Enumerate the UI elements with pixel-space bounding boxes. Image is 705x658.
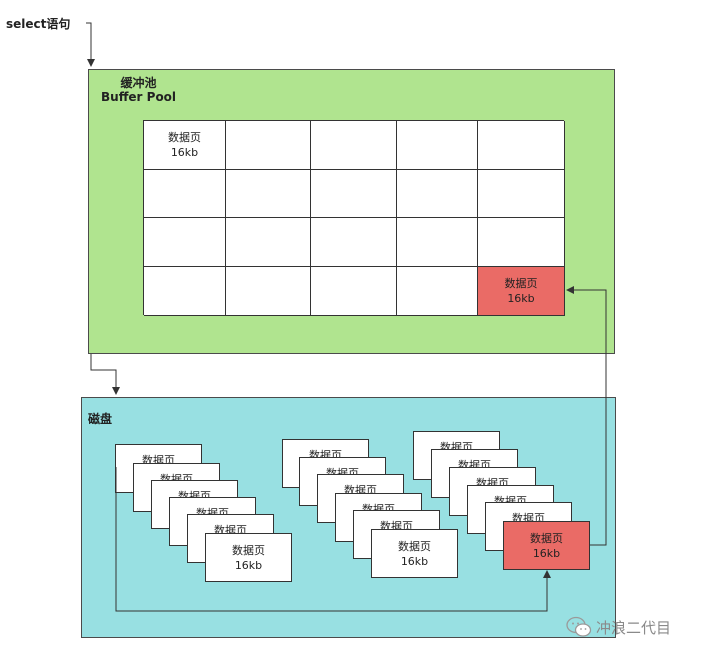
buffer-page-slot <box>397 170 478 218</box>
page-name: 数据页 <box>398 539 431 553</box>
buffer-page-slot <box>226 218 311 267</box>
buffer-page-slot <box>311 218 397 267</box>
page-size: 16kb <box>234 558 263 572</box>
page-size: 16kb <box>170 146 199 159</box>
disk-title: 磁盘 <box>88 412 113 426</box>
buffer-page-slot <box>311 170 397 218</box>
buffer-page-slot <box>478 170 565 218</box>
buffer-page-slot <box>144 218 226 267</box>
buffer-page-labeled: 数据页 16kb <box>144 121 226 170</box>
buffer-page-slot <box>144 267 226 316</box>
buffer-pool-title-cn: 缓冲池 <box>120 76 157 90</box>
buffer-to-disk-arrow <box>90 354 120 395</box>
buffer-page-slot <box>311 267 397 316</box>
buffer-page-slot <box>478 121 565 170</box>
page-name: 数据页 <box>232 543 265 557</box>
page-size: 16kb <box>532 546 561 560</box>
buffer-page-slot <box>311 121 397 170</box>
disk-page-card-front: 数据页 16kb <box>371 529 458 578</box>
buffer-page-slot <box>226 170 311 218</box>
wechat-icon <box>566 616 592 637</box>
buffer-page-loaded: 数据页 16kb <box>478 267 565 316</box>
buffer-page-slot <box>478 218 565 267</box>
disk-page-card-front: 数据页 16kb <box>205 533 292 582</box>
buffer-pool-title-en: Buffer Pool <box>101 90 177 104</box>
buffer-page-slot <box>397 121 478 170</box>
buffer-page-slot <box>226 121 311 170</box>
buffer-page-slot <box>226 267 311 316</box>
buffer-page-slot <box>397 267 478 316</box>
buffer-page-slot <box>397 218 478 267</box>
watermark: 冲浪二代目 <box>566 616 671 638</box>
page-name: 数据页 <box>530 531 563 545</box>
page-name: 数据页 <box>504 277 538 290</box>
select-query-label: select语句 <box>6 17 71 31</box>
buffer-pool-title: 缓冲池 Buffer Pool <box>101 76 176 104</box>
page-name: 数据页 <box>168 131 201 144</box>
query-to-buffer-arrow <box>86 22 95 67</box>
buffer-page-slot <box>144 170 226 218</box>
page-size: 16kb <box>400 554 429 568</box>
page-size: 16kb <box>507 292 535 305</box>
disk-page-card-target: 数据页 16kb <box>503 521 590 570</box>
watermark-text: 冲浪二代目 <box>596 618 672 637</box>
buffer-pool-page-grid: 数据页 16kb 数据页 16kb <box>143 120 565 316</box>
